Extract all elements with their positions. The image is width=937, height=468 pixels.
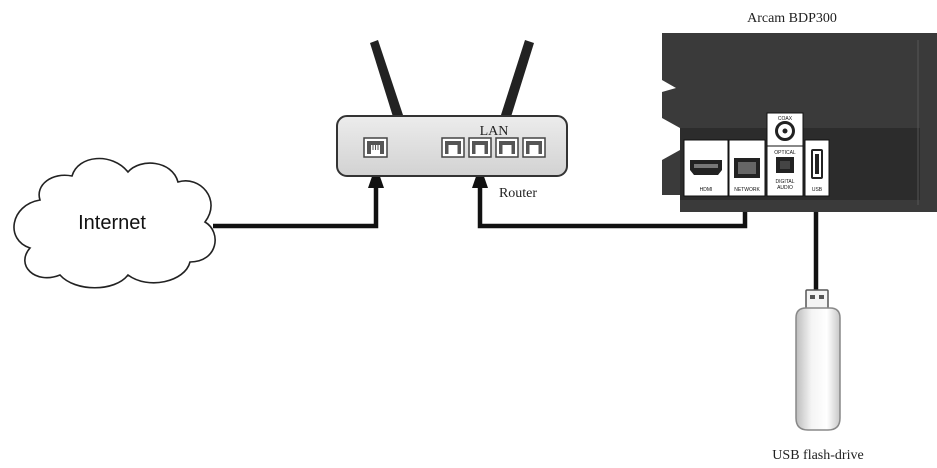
- wan-cable: [213, 185, 379, 229]
- network-port: NETWORK: [728, 139, 766, 197]
- digital-audio-label-line2: AUDIO: [777, 185, 793, 191]
- router-lan-ports: [441, 137, 546, 158]
- digital-audio-label-line1: DIGITAL: [775, 179, 794, 185]
- usb-drive-icon: [795, 289, 841, 431]
- lan-port-2: [468, 137, 492, 158]
- lan-port-1: [441, 137, 465, 158]
- hdmi-port: HDMI: [683, 139, 729, 197]
- right-antenna: [500, 40, 534, 120]
- lan-port-4: [522, 137, 546, 158]
- network-label: NETWORK: [734, 187, 760, 193]
- internet-label: Internet: [78, 212, 146, 234]
- cloud-icon: [13, 157, 216, 289]
- router-label: Router: [499, 186, 537, 201]
- blu-ray-player: Arcam BDP300 HDMI NETWORK COAX OPTICAL: [662, 11, 937, 212]
- audio-ports: COAX OPTICAL DIGITAL AUDIO: [766, 112, 804, 197]
- usb-port: USB: [804, 139, 830, 197]
- optical-label: OPTICAL: [774, 150, 796, 156]
- router: LAN: [336, 40, 568, 201]
- internet-cloud: Internet: [13, 157, 216, 289]
- usb-flash-drive: USB flash-drive: [772, 289, 864, 463]
- lan-label: LAN: [480, 124, 509, 139]
- left-antenna: [370, 40, 404, 120]
- router-wan-port: [363, 137, 388, 158]
- hdmi-label: HDMI: [700, 187, 713, 193]
- coax-label: COAX: [778, 116, 793, 122]
- lan-port-3: [495, 137, 519, 158]
- usb-drive-connector: [805, 289, 829, 311]
- router-antennas: [370, 40, 534, 120]
- usb-drive-body: [795, 307, 841, 431]
- usb-flash-drive-label: USB flash-drive: [772, 448, 863, 463]
- device-label: Arcam BDP300: [747, 11, 837, 26]
- usb-label: USB: [812, 187, 823, 193]
